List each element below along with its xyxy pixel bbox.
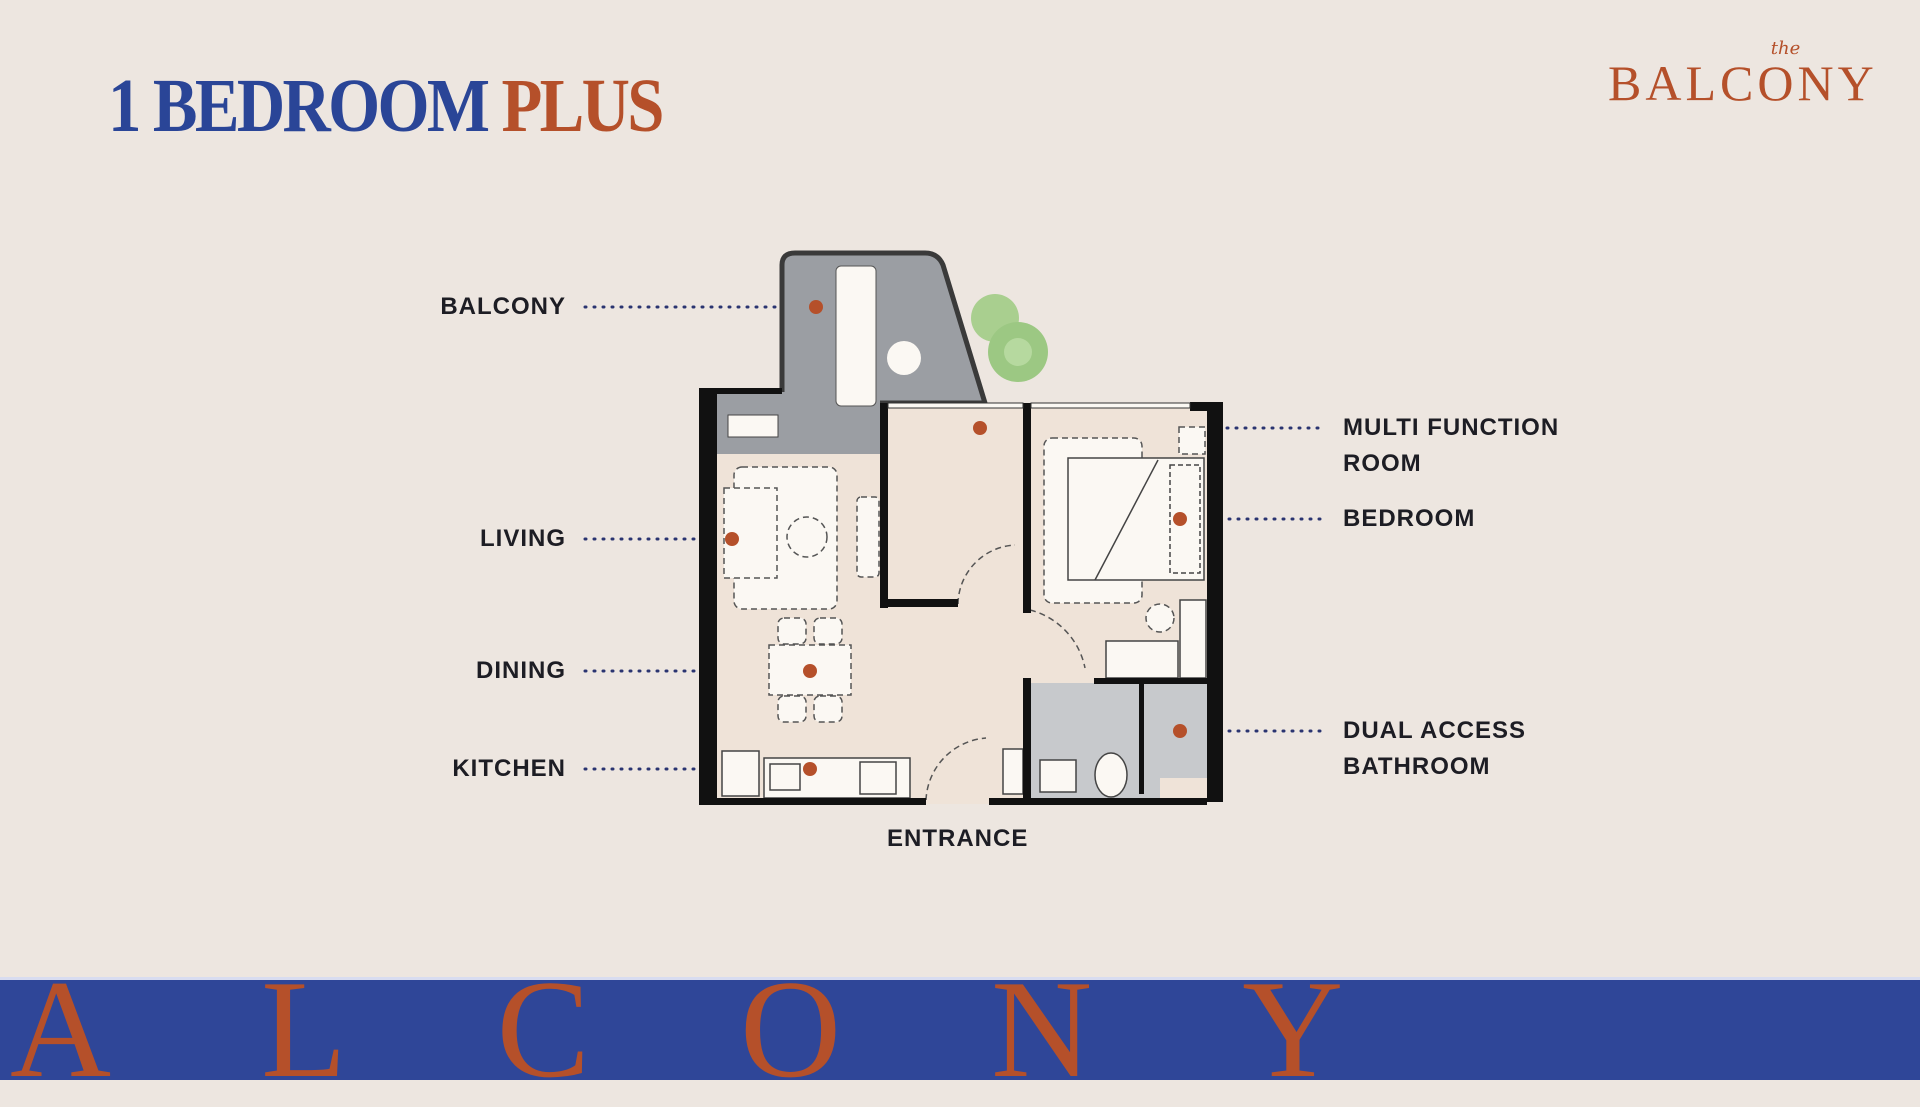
wall-top-right	[1190, 402, 1223, 411]
label-dining: DINING	[476, 657, 566, 684]
marker-bedroom	[1173, 512, 1187, 526]
multi-function-door	[957, 544, 1016, 605]
label-multi-function-line2: ROOM	[1343, 450, 1422, 477]
label-bedroom: BEDROOM	[1343, 505, 1476, 532]
floor-plan	[583, 250, 1327, 805]
wall-bedroom	[1023, 403, 1031, 613]
dining-chair	[777, 617, 807, 645]
fixtures	[721, 457, 1207, 799]
wall-bottom-right	[989, 798, 1207, 805]
logo-prefix: the	[1770, 38, 1801, 59]
toilet	[1094, 752, 1128, 798]
label-entrance: ENTRANCE	[887, 825, 1029, 852]
wall-bathroom-top	[1094, 678, 1207, 684]
wall-multi-function-left	[880, 403, 888, 608]
walls	[699, 388, 1223, 805]
page-title: 1 BEDROOM PLUS	[108, 68, 665, 144]
marker-multi-function	[973, 421, 987, 435]
closet	[1179, 599, 1207, 679]
tv-console	[856, 496, 880, 578]
label-balcony: BALCONY	[440, 293, 566, 320]
brand-logo: the BALCONY	[1608, 38, 1878, 111]
wall-left	[699, 388, 717, 804]
balcony-rack	[727, 414, 779, 438]
title-plus: PLUS	[501, 64, 664, 148]
label-multi-function-line1: MULTI FUNCTION	[1343, 414, 1560, 441]
wall-multi-function-bottom	[880, 599, 958, 607]
footer-band: ALCONY	[0, 952, 1920, 1107]
dining-chair	[777, 695, 807, 723]
sink	[769, 763, 801, 791]
bed-fold-line	[1094, 459, 1159, 581]
tree-icon	[971, 294, 1048, 382]
logo-name: BALCONY	[1608, 55, 1878, 111]
wall-right	[1207, 402, 1223, 802]
balcony-area	[779, 250, 989, 406]
label-bathroom-line1: DUAL ACCESS	[1343, 717, 1527, 744]
label-bathroom: DUAL ACCESS BATHROOM	[1343, 713, 1526, 785]
wall-bottom-left	[699, 798, 926, 805]
stool	[1145, 603, 1175, 633]
label-multi-function-room: MULTI FUNCTION ROOM	[1343, 410, 1559, 482]
label-living: LIVING	[479, 525, 566, 552]
sun-lounger	[835, 265, 877, 407]
cooktop	[859, 761, 897, 795]
wall-top-left	[699, 388, 782, 394]
shoe-cabinet	[1002, 748, 1024, 795]
marker-dining	[803, 664, 817, 678]
balcony-table	[887, 341, 921, 375]
wall-shower	[1139, 684, 1144, 794]
fridge	[721, 750, 760, 797]
coffee-table	[786, 516, 828, 558]
dining-chair	[813, 617, 843, 645]
room-markers	[725, 300, 1187, 776]
label-bathroom-line2: BATHROOM	[1343, 753, 1491, 780]
marker-living	[725, 532, 739, 546]
marker-kitchen	[803, 762, 817, 776]
side-cabinet	[1178, 426, 1206, 455]
door-swings	[925, 544, 1086, 801]
title-bedroom: 1 BEDROOM	[108, 64, 490, 148]
entrance-door	[925, 737, 987, 801]
wardrobe	[1105, 640, 1179, 679]
wall-bathroom-left	[1023, 678, 1031, 804]
marker-balcony	[809, 300, 823, 314]
window	[1030, 402, 1191, 409]
dining-chair	[813, 695, 843, 723]
bedroom-door	[1029, 609, 1086, 669]
footer-decorative-text: ALCONY	[10, 952, 1494, 1107]
window	[887, 402, 1024, 409]
marker-bathroom	[1173, 724, 1187, 738]
bathroom-basin	[1039, 759, 1077, 793]
multi-function-floor	[887, 408, 1023, 603]
label-kitchen: KITCHEN	[452, 755, 566, 782]
